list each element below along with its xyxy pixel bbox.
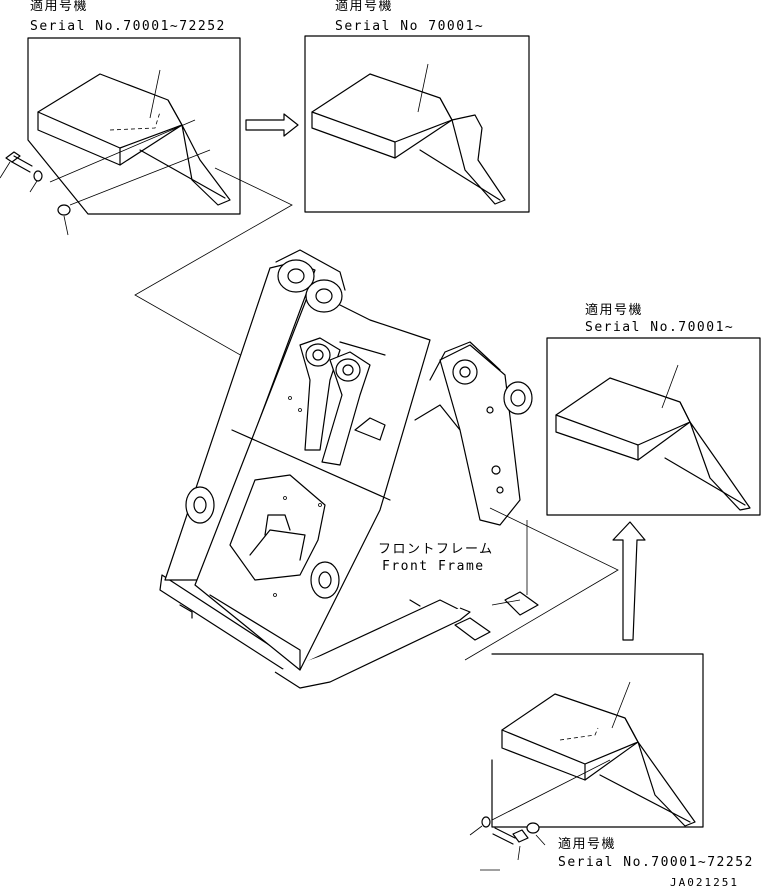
bottom-serial-label: Serial No.70001~72252: [558, 855, 754, 870]
inset-top-left: 適用号機 Serial No.70001~72252: [0, 0, 241, 236]
top-right-model-label: 適用号機: [335, 0, 393, 14]
washer-icon-bottom: [469, 816, 491, 836]
bolt-icon: [0, 151, 33, 179]
arrow-up-icon: [612, 521, 646, 641]
top-left-serial-label: Serial No.70001~72252: [30, 19, 226, 34]
front-frame-en-label: Front Frame: [382, 559, 485, 574]
drawing-id: JA021251: [670, 876, 739, 889]
washer-icon: [29, 170, 43, 193]
front-frame-jp-label: フロントフレーム: [378, 542, 494, 557]
bottom-model-label: 適用号機: [558, 836, 616, 852]
mid-right-serial-label: Serial No.70001~: [585, 320, 734, 335]
nut-icon: [57, 204, 71, 236]
top-left-model-label: 適用号機: [30, 0, 88, 14]
arrow-right-icon: [245, 113, 299, 137]
inset-mid-right: 適用号機 Serial No.70001~: [546, 302, 761, 516]
top-right-serial-label: Serial No 70001~: [335, 19, 484, 34]
front-frame: [159, 249, 539, 689]
bolt-icon-bottom: [492, 827, 529, 861]
nut-icon-bottom: [526, 822, 546, 846]
mid-right-model-label: 適用号機: [585, 302, 643, 318]
inset-bottom: 適用号機 Serial No.70001~72252: [469, 653, 754, 871]
inset-top-right: 適用号機 Serial No 70001~: [304, 0, 530, 213]
